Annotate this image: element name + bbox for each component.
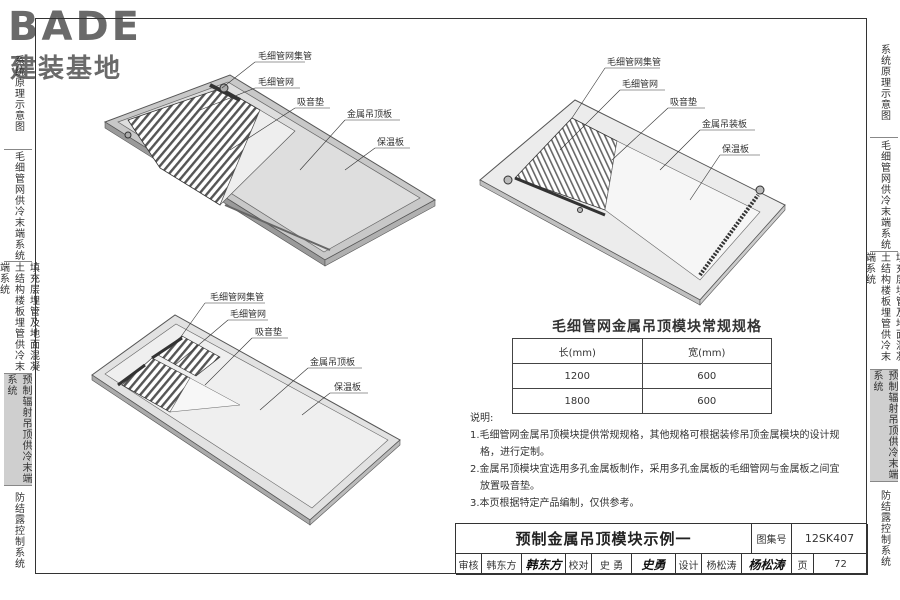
module-3-drawing (91, 314, 401, 526)
logo-chinese: 建装基地 (10, 54, 123, 84)
design-name: 杨松涛 (702, 554, 742, 575)
module-3-callouts: 毛细管网集管 毛细管网 吸音垫 金属吊顶板 保温板 (174, 291, 368, 416)
notes-heading: 说明: (470, 413, 494, 424)
m2-label-capillary: 毛细管网 (622, 78, 658, 90)
spec-table: 长(mm) 宽(mm) 1200 600 1800 600 (512, 338, 772, 414)
review-name: 韩东方 (482, 554, 522, 575)
title-block: 预制金属吊顶模块示例一 图集号 12SK407 审核 韩东方 韩东方 校对 史 … (455, 523, 868, 575)
design-label: 设计 (676, 554, 702, 575)
sidebar-right-tab-dew[interactable]: 防结露控制系统 (878, 489, 890, 567)
module-1-drawing (103, 74, 436, 267)
m1-label-insulation: 保温板 (377, 136, 404, 148)
table-row: 1800 600 (512, 388, 772, 414)
sidebar-left-tab-capillary[interactable]: 毛细管网供冷末端系统 (4, 150, 32, 262)
note-item: 1.毛细管网金属吊顶模块提供常规规格，其他规格可根据装修吊顶金属模块的设计规格，… (470, 430, 840, 458)
sidebar-left-tab-dew[interactable]: 防结露控制系统 (12, 491, 24, 569)
atlas-label: 图集号 (752, 524, 792, 554)
notes: 说明: 1.毛细管网金属吊顶模块提供常规规格，其他规格可根据装修吊顶金属模块的设… (470, 410, 840, 512)
note-item: 3.本页根据特定产品编制，仅供参考。 (470, 498, 640, 509)
m1-label-sound-pad: 吸音垫 (297, 96, 324, 108)
m3-label-capillary: 毛细管网 (230, 308, 266, 320)
spec-cell: 600 (641, 363, 772, 389)
logo-latin: BADE (8, 4, 142, 50)
review-label: 审核 (456, 554, 482, 575)
review-signature: 韩东方 (522, 554, 566, 575)
sidebar-right-tab-ceiling[interactable]: 预制辐射吊顶供冷末端系统 (870, 370, 898, 482)
m2-label-metal-panel: 金属吊装板 (702, 118, 747, 130)
module-2-callouts: 毛细管网集管 毛细管网 吸音垫 金属吊装板 保温板 (559, 56, 760, 201)
m3-label-metal-panel: 金属吊顶板 (310, 356, 355, 368)
drawing-frame (35, 18, 867, 574)
page-number: 72 (814, 554, 868, 575)
m2-label-header-pipe: 毛细管网集管 (607, 56, 661, 68)
m3-label-insulation: 保温板 (334, 381, 361, 393)
sidebar-left-tab-slab[interactable]: 填充层埋管及地面混凝土结构楼板埋管供冷末端系统 (0, 262, 39, 374)
table-row: 1200 600 (512, 363, 772, 389)
spec-cell: 600 (641, 388, 772, 414)
m3-label-sound-pad: 吸音垫 (255, 326, 282, 338)
sidebar-left: 系统原理示意图 毛细管网供冷末端系统 填充层埋管及地面混凝土结构楼板埋管供冷末端… (0, 18, 39, 574)
module-2-drawing (479, 99, 786, 306)
m2-label-insulation: 保温板 (722, 143, 749, 155)
sidebar-right: 系统原理示意图 毛细管网供冷末端系统 填充层埋管及地面混凝土结构楼板埋管供冷末端… (864, 18, 900, 574)
check-signature: 史勇 (632, 554, 676, 575)
m3-label-header-pipe: 毛细管网集管 (210, 291, 264, 303)
bade-logo: BADE 建装基地 (8, 4, 178, 84)
atlas-number: 12SK407 (792, 524, 868, 554)
m2-label-sound-pad: 吸音垫 (670, 96, 697, 108)
sidebar-right-tab-principle[interactable]: 系统原理示意图 (870, 28, 898, 138)
spec-header-length: 长(mm) (512, 338, 643, 364)
sidebar-left-tab-ceiling[interactable]: 预制辐射吊顶供冷末端系统 (4, 374, 32, 486)
spec-header-width: 宽(mm) (641, 338, 772, 364)
sidebar-left-tab-principle[interactable]: 系统原理示意图 (4, 38, 32, 150)
drawing-title: 预制金属吊顶模块示例一 (456, 524, 752, 554)
spec-cell: 1200 (512, 363, 643, 389)
sidebar-right-tab-slab[interactable]: 填充层埋管及地面混凝土结构楼板埋管供冷末端系统 (864, 252, 900, 370)
sidebar-right-tab-capillary[interactable]: 毛细管网供冷末端系统 (870, 138, 898, 252)
m1-label-metal-panel: 金属吊顶板 (347, 108, 392, 120)
note-item: 2.金属吊顶模块宜选用多孔金属板制作，采用多孔金属板的毛细管网与金属板之间宜放置… (470, 464, 840, 492)
page-label: 页 (792, 554, 814, 575)
m1-label-capillary: 毛细管网 (258, 76, 294, 88)
check-label: 校对 (566, 554, 592, 575)
module-1-callouts: 毛细管网集管 毛细管网 吸音垫 金属吊顶板 保温板 (199, 50, 410, 171)
m1-label-header-pipe: 毛细管网集管 (258, 50, 312, 62)
spec-cell: 1800 (512, 388, 643, 414)
spec-table-title: 毛细管网金属吊顶模块常规规格 (552, 319, 762, 335)
design-signature: 杨松涛 (742, 554, 792, 575)
check-name: 史 勇 (592, 554, 632, 575)
